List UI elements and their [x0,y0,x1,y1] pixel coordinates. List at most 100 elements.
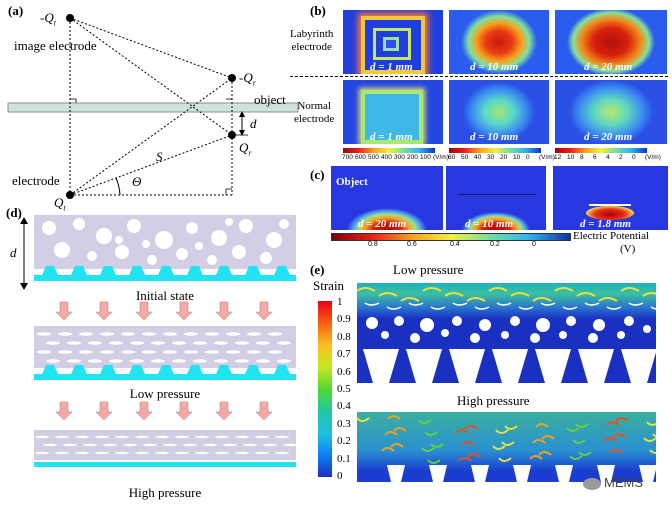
pore-low [172,341,186,345]
cb-b3-tick: 0 [632,154,636,161]
pore [239,219,253,233]
electrode-bump [71,266,87,275]
high-strain-streak [529,455,543,460]
strain-streak [650,306,656,310]
high-strain-streak [566,427,580,432]
electrode-bump [158,365,174,374]
panel-b-letter: (b) [310,3,326,18]
high-strain-streak [381,447,395,452]
pore-low [205,332,219,336]
pressure-arrow [135,301,153,321]
high-electrode-bump [429,465,447,482]
potential-d10 [446,166,546,230]
pore-high [195,451,209,455]
strain-streak [452,302,468,306]
panel-d-drawing [34,215,297,467]
strain-streak [430,306,446,310]
pore-low [130,359,144,363]
strain-streak [364,302,380,306]
high-strain-streak [387,415,401,420]
pore-low [88,359,102,363]
strain-streak [576,292,596,297]
pressure-arrow [55,301,73,321]
high-strain-streak [541,435,555,440]
pore-high [135,435,149,439]
sim-pore [559,331,567,339]
pore-low [151,359,165,363]
pore-low [67,359,81,363]
colorbar-b3 [555,148,647,153]
pore [225,218,233,226]
pore-low [163,332,177,336]
label-labyrinth: Labyrinth electrode [290,28,334,53]
sim-pore [420,318,434,332]
pore-low [142,350,156,354]
strain-streak [444,292,464,297]
pore [195,242,203,250]
sim-pore [470,333,480,343]
high-strain-streak [649,449,656,454]
label-d: d [250,116,257,131]
pore [115,245,129,259]
strain-streak [378,292,398,297]
colorbar-b2 [449,148,541,153]
pore-high [103,443,117,447]
cb-b2-tick: 0 [526,154,530,161]
pore [87,251,97,261]
pressure-arrow [95,301,113,321]
pore-low [226,350,240,354]
label-row2-d20: d = 20 mm [584,131,633,143]
pore-low [247,332,261,336]
strain-streak [532,297,552,302]
pore-low [226,332,240,336]
pore-high [215,435,229,439]
cb-b1-tick: 700 [342,154,353,161]
pore-high [115,435,129,439]
pore-high [43,443,57,447]
pore-low [235,359,249,363]
sim-pore [536,318,550,332]
electrode-bump [187,266,203,275]
cb-b1-tick: (V/m) [433,154,449,161]
strain-streak [510,292,530,297]
pressure-arrow [95,401,113,421]
pore [176,248,188,260]
electrode-base-high [34,462,296,467]
pore-high [135,451,149,455]
colorbar-c [331,233,571,241]
strain-tick: 0 [337,470,343,482]
label-row1-d1: d = 1 mm [370,61,413,73]
pore-low [67,341,81,345]
label-low-pressure-e: Low pressure [393,262,464,277]
pore-high [55,435,69,439]
electrode-bump [71,365,87,374]
electrode-bump [129,365,145,374]
high-electrode-bump [387,465,405,482]
pore-high [223,443,237,447]
electrode-base [34,275,296,281]
high-strain-streak [535,423,549,428]
label-object: object [254,92,286,107]
pore-low [109,359,123,363]
colorbar-b1 [343,148,435,153]
pore-high [175,451,189,455]
pore-low [37,332,51,336]
pore-low [46,359,60,363]
high-strain-streak [430,443,444,448]
high-strain-streak [384,431,398,436]
pore [127,219,141,233]
pore-high [83,443,97,447]
high-strain-streak [504,425,518,430]
strain-tick: 0.6 [337,365,351,378]
high-strain-streak [612,433,626,438]
panel-a-diagram [7,14,299,199]
pore-low [205,350,219,354]
high-strain-streak [606,421,620,426]
high-strain-streak [455,429,469,434]
electrode-bump [274,365,290,374]
pore [142,240,150,248]
sim-pore [566,316,576,326]
high-strain-streak [390,443,404,448]
strain-tick: 0.9 [337,313,351,326]
strain-title: Strain [313,278,345,293]
